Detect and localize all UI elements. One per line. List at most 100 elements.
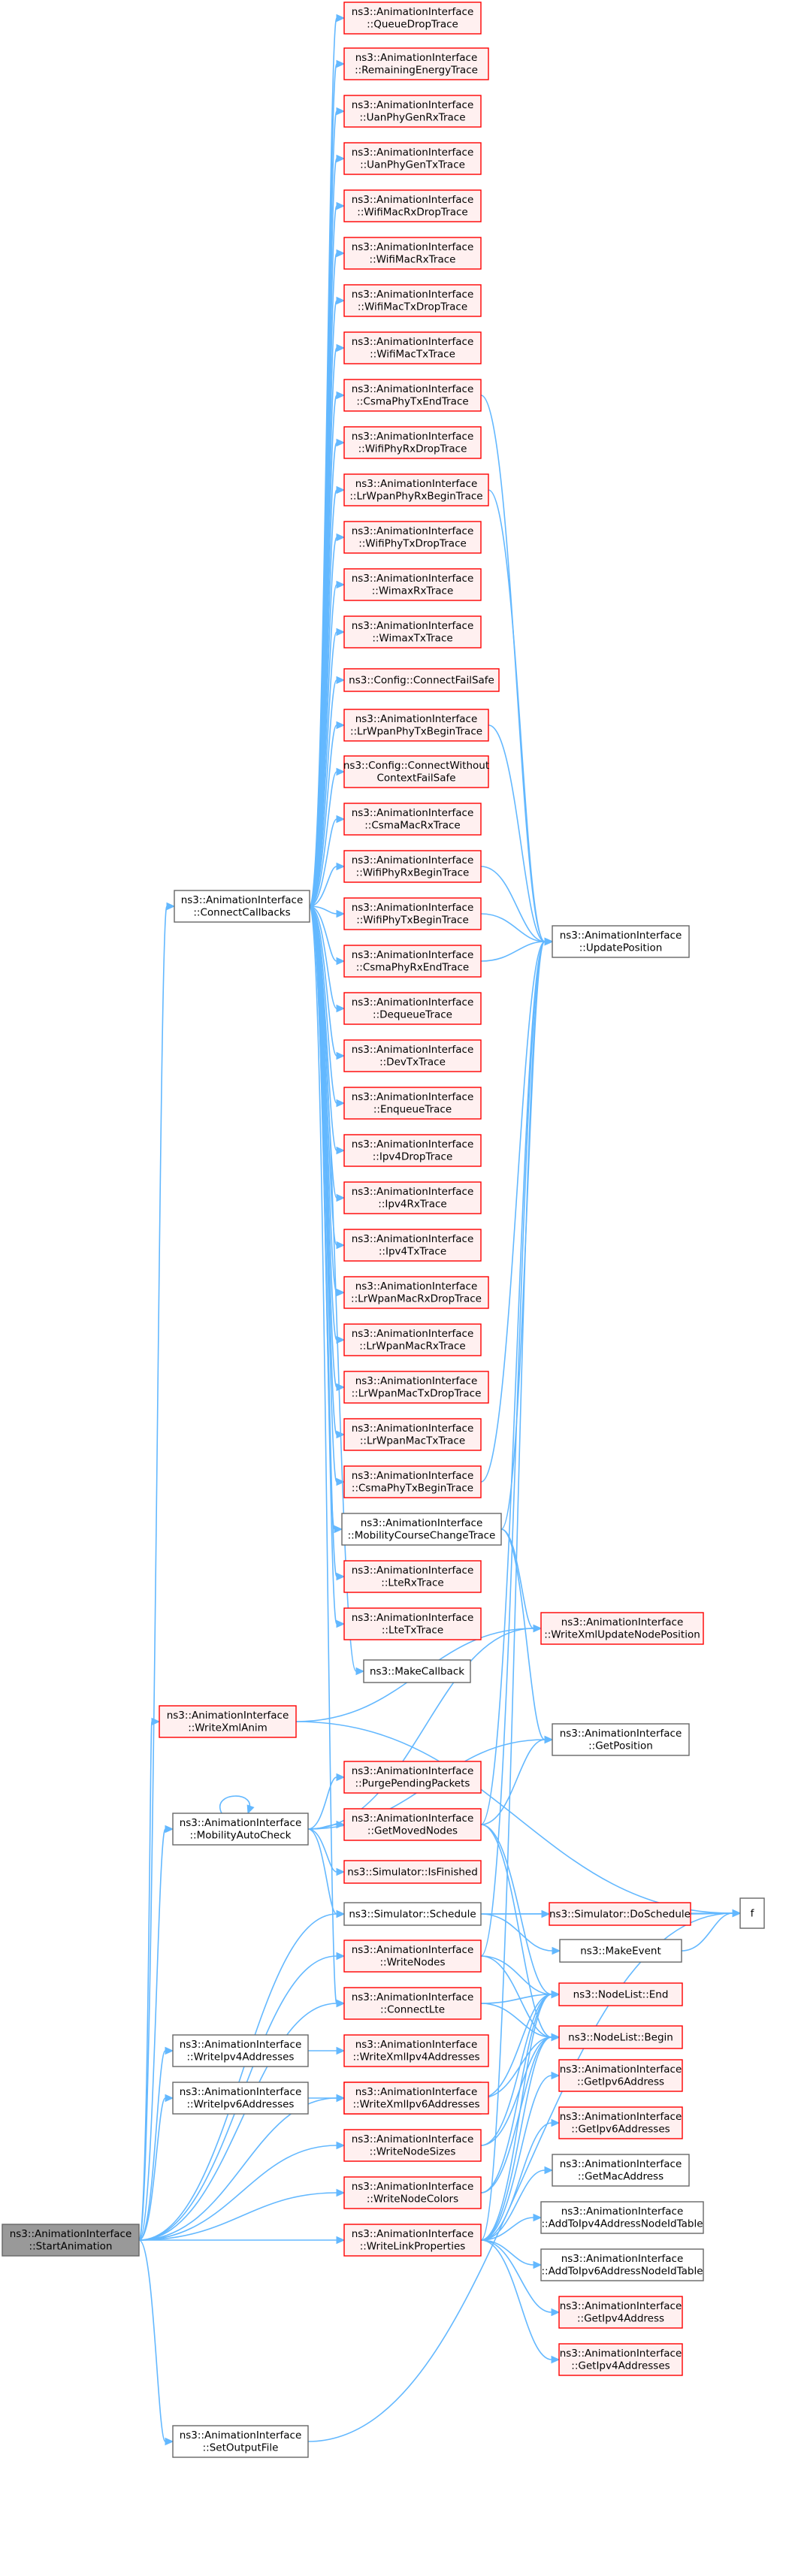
node-csmaRxEnd[interactable]: ns3::AnimationInterface::CsmaPhyRxEndTra… — [343, 945, 482, 978]
node-remEnergy[interactable]: ns3::AnimationInterface::RemainingEnergy… — [343, 47, 489, 80]
node-label: ns3::AnimationInterface — [352, 854, 474, 866]
node-f[interactable]: f — [739, 1897, 765, 1929]
edge-start-setOutput — [138, 2239, 174, 2446]
node-writeLink[interactable]: ns3::AnimationInterface::WriteLinkProper… — [343, 2224, 482, 2257]
node-wimaxTx[interactable]: ns3::AnimationInterface::WimaxTxTrace — [343, 615, 482, 649]
node-lrwpanMacRxDrop[interactable]: ns3::AnimationInterface::LrWpanMacRxDrop… — [343, 1276, 489, 1309]
node-getMac[interactable]: ns3::AnimationInterface::GetMacAddress — [552, 2154, 690, 2187]
node-nodeListEnd[interactable]: ns3::NodeList::End — [558, 1982, 683, 2006]
node-dequeue[interactable]: ns3::AnimationInterface::DequeueTrace — [343, 992, 482, 1025]
node-queueDrop[interactable]: ns3::AnimationInterface::QueueDropTrace — [343, 2, 482, 35]
node-wifiPhyTxDrop[interactable]: ns3::AnimationInterface::WifiPhyTxDropTr… — [343, 521, 482, 554]
node-ipv4Tx[interactable]: ns3::AnimationInterface::Ipv4TxTrace — [343, 1229, 482, 1262]
node-writeNodeSizes[interactable]: ns3::AnimationInterface::WriteNodeSizes — [343, 2129, 482, 2162]
node-writeNodeColors[interactable]: ns3::AnimationInterface::WriteNodeColors — [343, 2176, 482, 2209]
node-writeXmlAnim[interactable]: ns3::AnimationInterface::WriteXmlAnim — [159, 1705, 297, 1738]
node-wifiPhyTxBegin[interactable]: ns3::AnimationInterface::WifiPhyTxBeginT… — [343, 897, 482, 930]
node-addIpv6[interactable]: ns3::AnimationInterface::AddToIpv6Addres… — [540, 2248, 704, 2281]
edge-arrowhead — [336, 296, 346, 305]
node-box — [549, 1902, 691, 1926]
node-wimaxRx[interactable]: ns3::AnimationInterface::WimaxRxTrace — [343, 568, 482, 601]
node-addIpv4[interactable]: ns3::AnimationInterface::AddToIpv4Addres… — [540, 2201, 704, 2234]
node-connectLte[interactable]: ns3::AnimationInterface::ConnectLte — [343, 1987, 482, 2020]
node-label: ContextFailSafe — [376, 772, 455, 785]
node-uanTx[interactable]: ns3::AnimationInterface::UanPhyGenTxTrac… — [343, 142, 482, 175]
edge-arrowhead — [336, 1051, 346, 1060]
node-purge[interactable]: ns3::AnimationInterface::PurgePendingPac… — [343, 1761, 482, 1794]
node-mobilityCourse[interactable]: ns3::AnimationInterface::MobilityCourseC… — [341, 1513, 502, 1546]
node-makeCallback[interactable]: ns3::MakeCallback — [363, 1659, 471, 1683]
edge-arrowhead — [336, 1619, 346, 1628]
node-connectCallbacks[interactable]: ns3::AnimationInterface::ConnectCallback… — [174, 890, 310, 923]
node-wifiPhyRxBegin[interactable]: ns3::AnimationInterface::WifiPhyRxBeginT… — [343, 850, 482, 883]
node-box — [343, 615, 482, 649]
node-wifiMacTx[interactable]: ns3::AnimationInterface::WifiMacTxTrace — [343, 331, 482, 364]
node-csmaMacRx[interactable]: ns3::AnimationInterface::CsmaMacRxTrace — [343, 803, 482, 836]
node-wifiMacRxDrop[interactable]: ns3::AnimationInterface::WifiMacRxDropTr… — [343, 189, 482, 222]
node-writeIpv4[interactable]: ns3::AnimationInterface::WriteIpv4Addres… — [172, 2034, 309, 2067]
node-box — [739, 1897, 765, 1929]
node-label: ns3::AnimationInterface — [355, 713, 478, 725]
node-wifiMacTxDrop[interactable]: ns3::AnimationInterface::WifiMacTxDropTr… — [343, 284, 482, 317]
node-label: ns3::AnimationInterface — [180, 1817, 302, 1829]
node-ipv4Rx[interactable]: ns3::AnimationInterface::Ipv4RxTrace — [343, 1181, 482, 1214]
node-label: ::QueueDropTrace — [367, 19, 458, 31]
node-ipv4Drop[interactable]: ns3::AnimationInterface::Ipv4DropTrace — [343, 1134, 482, 1167]
node-lrwpanMacTxDrop[interactable]: ns3::AnimationInterface::LrWpanMacTxDrop… — [343, 1371, 489, 1404]
node-connectFailSafe[interactable]: ns3::Config::ConnectFailSafe — [343, 668, 500, 692]
node-csmaTxBegin[interactable]: ns3::AnimationInterface::CsmaPhyTxBeginT… — [343, 1465, 482, 1498]
node-nodeListBegin[interactable]: ns3::NodeList::Begin — [558, 2025, 683, 2049]
node-label: ns3::AnimationInterface — [352, 1233, 474, 1245]
node-box — [343, 1276, 489, 1309]
node-setOutput[interactable]: ns3::AnimationInterface::SetOutputFile — [172, 2425, 309, 2458]
node-box — [343, 142, 482, 175]
node-getIpv6Addresses[interactable]: ns3::AnimationInterface::GetIpv6Addresse… — [558, 2106, 683, 2139]
node-lrwpanTxBegin[interactable]: ns3::AnimationInterface::LrWpanPhyTxBegi… — [343, 709, 489, 742]
node-getMoved[interactable]: ns3::AnimationInterface::GetMovedNodes — [343, 1808, 482, 1841]
node-getIpv4Address[interactable]: ns3::AnimationInterface::GetIpv4Address — [558, 2296, 683, 2329]
node-box — [343, 2176, 482, 2209]
node-enqueue[interactable]: ns3::AnimationInterface::EnqueueTrace — [343, 1087, 482, 1120]
node-label: ns3::NodeList::Begin — [568, 2031, 673, 2043]
node-schedule[interactable]: ns3::Simulator::Schedule — [343, 1902, 482, 1926]
node-getPosition[interactable]: ns3::AnimationInterface::GetPosition — [552, 1723, 690, 1756]
node-writeXmlIpv4[interactable]: ns3::AnimationInterface::WriteXmlIpv4Add… — [343, 2034, 489, 2067]
node-isFinished[interactable]: ns3::Simulator::IsFinished — [343, 1860, 482, 1884]
node-label: ns3::AnimationInterface — [560, 1728, 682, 1740]
node-label: ::CsmaMacRxTrace — [364, 820, 461, 832]
node-label: ::ConnectLte — [380, 2004, 445, 2016]
node-label: ::ConnectCallbacks — [193, 907, 290, 919]
node-wifiPhyRxDrop[interactable]: ns3::AnimationInterface::WifiPhyRxDropTr… — [343, 426, 482, 459]
node-box — [174, 890, 310, 923]
node-writeIpv6[interactable]: ns3::AnimationInterface::WriteIpv6Addres… — [172, 2082, 309, 2115]
node-writeXmlIpv6[interactable]: ns3::AnimationInterface::WriteXmlIpv6Add… — [343, 2082, 489, 2115]
node-connectWithout[interactable]: ns3::Config::ConnectWithoutContextFailSa… — [343, 755, 489, 788]
node-uanRx[interactable]: ns3::AnimationInterface::UanPhyGenRxTrac… — [343, 95, 482, 128]
node-lrwpanMacRx[interactable]: ns3::AnimationInterface::LrWpanMacRxTrac… — [343, 1323, 482, 1356]
node-label: ::LrWpanMacTxTrace — [360, 1435, 465, 1447]
node-doSchedule[interactable]: ns3::Simulator::DoSchedule — [549, 1902, 691, 1926]
node-writeNodes[interactable]: ns3::AnimationInterface::WriteNodes — [343, 1940, 482, 1973]
node-writeXmlUpdate[interactable]: ns3::AnimationInterface::WriteXmlUpdateN… — [540, 1612, 704, 1645]
edge-arrowhead — [732, 1909, 742, 1918]
node-start[interactable]: ns3::AnimationInterface::StartAnimation — [2, 2224, 140, 2257]
node-label: ::WimaxTxTrace — [372, 633, 452, 645]
node-makeEvent[interactable]: ns3::MakeEvent — [559, 1939, 682, 1963]
edge-getMoved-getPosition — [480, 1735, 554, 1825]
node-getIpv6Address[interactable]: ns3::AnimationInterface::GetIpv6Address — [558, 2059, 683, 2092]
node-lteRx[interactable]: ns3::AnimationInterface::LteRxTrace — [343, 1560, 482, 1593]
node-label: ns3::AnimationInterface — [355, 478, 478, 490]
node-getIpv4Addresses[interactable]: ns3::AnimationInterface::GetIpv4Addresse… — [558, 2343, 683, 2376]
node-csmaTxEnd[interactable]: ns3::AnimationInterface::CsmaPhyTxEndTra… — [343, 379, 482, 412]
node-lrwpanMacTx[interactable]: ns3::AnimationInterface::LrWpanMacTxTrac… — [343, 1418, 482, 1451]
node-lrwpanRxBegin[interactable]: ns3::AnimationInterface::LrWpanPhyRxBegi… — [343, 473, 489, 506]
node-box — [343, 521, 482, 554]
node-wifiMacRx[interactable]: ns3::AnimationInterface::WifiMacRxTrace — [343, 237, 482, 270]
node-mobilityAuto[interactable]: ns3::AnimationInterface::MobilityAutoChe… — [172, 1813, 309, 1846]
node-updatePosition[interactable]: ns3::AnimationInterface::UpdatePosition — [552, 925, 690, 958]
node-lteTx[interactable]: ns3::AnimationInterface::LteTxTrace — [343, 1607, 482, 1640]
node-label: ns3::NodeList::End — [573, 1988, 669, 2000]
edge-line — [307, 1628, 534, 1830]
edge-writeLink-addIpv4 — [480, 2213, 543, 2241]
node-devTx[interactable]: ns3::AnimationInterface::DevTxTrace — [343, 1039, 482, 1072]
